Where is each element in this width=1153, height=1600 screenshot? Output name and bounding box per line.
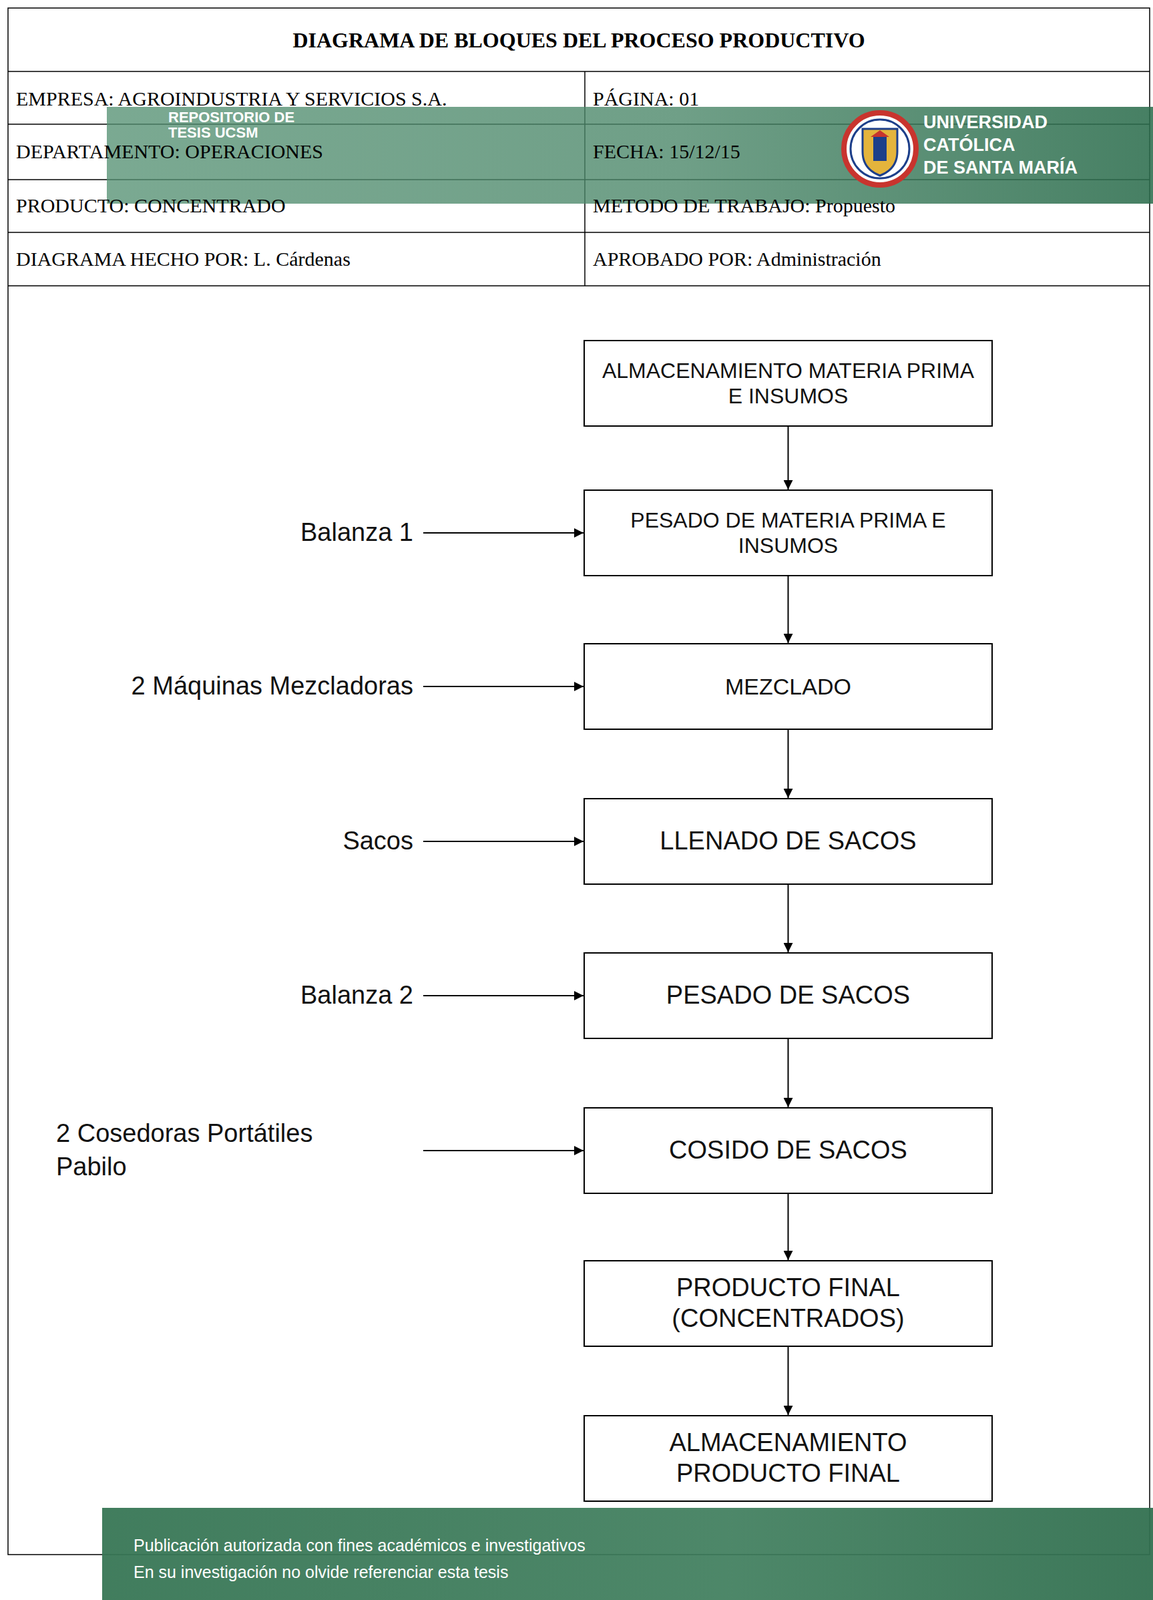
- table-cell: PÁGINA: 01: [592, 87, 700, 111]
- input-arrow: [423, 1149, 584, 1151]
- flow-arrow: [787, 1346, 790, 1415]
- process-box: ALMACENAMIENTO PRODUCTO FINAL: [583, 1414, 993, 1502]
- table-cell: FECHA: 15/12/15: [592, 140, 741, 164]
- equipment-label: Balanza 1: [300, 518, 414, 548]
- table-cell: METODO DE TRABAJO: Propuesto: [592, 194, 896, 218]
- input-arrow: [423, 532, 584, 534]
- box-text: LLENADO DE SACOS: [659, 825, 916, 857]
- flow-arrow: [787, 1193, 790, 1260]
- watermark-text: CATÓLICA: [923, 134, 1015, 156]
- equipment-label: Pabilo: [56, 1152, 127, 1182]
- input-arrow: [423, 685, 584, 687]
- table-cell: DIAGRAMA HECHO POR: L. Cárdenas: [16, 247, 351, 272]
- watermark-text: REPOSITORIO DE: [168, 108, 295, 126]
- watermark-text: Publicación autorizada con fines académi…: [133, 1535, 586, 1555]
- process-box: COSIDO DE SACOS: [583, 1106, 993, 1194]
- process-box: PRODUCTO FINAL (CONCENTRADOS): [583, 1259, 993, 1347]
- watermark-text: DE SANTA MARÍA: [923, 157, 1078, 179]
- flow-arrow: [787, 884, 790, 953]
- process-box: ALMACENAMIENTO MATERIA PRIMA E INSUMOS: [583, 339, 993, 427]
- table-cell: PRODUCTO: CONCENTRADO: [16, 194, 286, 218]
- crest-ring: [843, 112, 916, 185]
- diagram-title: DIAGRAMA DE BLOQUES DEL PROCESO PRODUCTI…: [292, 28, 865, 53]
- equipment-label: 2 Máquinas Mezcladoras: [131, 671, 414, 702]
- equipment-label: Balanza 2: [300, 980, 414, 1011]
- box-text: MEZCLADO: [725, 672, 852, 701]
- box-text: PESADO DE MATERIA PRIMA E INSUMOS: [598, 507, 979, 559]
- box-text: PESADO DE SACOS: [666, 980, 910, 1011]
- crest-shield: [862, 128, 898, 176]
- box-text: ALMACENAMIENTO PRODUCTO FINAL: [598, 1427, 979, 1489]
- flow-arrow: [787, 576, 790, 643]
- process-box: PESADO DE MATERIA PRIMA E INSUMOS: [583, 489, 993, 577]
- process-box: PESADO DE SACOS: [583, 952, 993, 1039]
- watermark-text: UNIVERSIDAD: [923, 112, 1048, 133]
- crest-ring: [850, 119, 910, 179]
- input-arrow: [423, 994, 584, 997]
- crest-tower: [873, 136, 887, 161]
- box-text: COSIDO DE SACOS: [668, 1134, 908, 1166]
- table-cell: DEPARTAMENTO: OPERACIONES: [16, 140, 324, 164]
- row-line: [8, 231, 1150, 234]
- watermark-text: TESIS UCSM: [168, 124, 258, 141]
- equipment-label: Sacos: [342, 826, 414, 856]
- equipment-label: 2 Cosedoras Portátiles: [56, 1118, 313, 1149]
- outer-border: [8, 8, 1150, 1555]
- university-crest: [843, 112, 916, 185]
- flow-arrow: [787, 729, 790, 798]
- process-box: MEZCLADO: [583, 642, 993, 730]
- box-text: PRODUCTO FINAL (CONCENTRADOS): [598, 1272, 979, 1334]
- table-cell: EMPRESA: AGROINDUSTRIA Y SERVICIOS S.A.: [16, 87, 447, 111]
- process-box: LLENADO DE SACOS: [583, 797, 993, 885]
- row-line: [8, 70, 1150, 73]
- table-lines: [8, 8, 1150, 1555]
- box-text: ALMACENAMIENTO MATERIA PRIMA E INSUMOS: [598, 357, 979, 410]
- table-cell: APROBADO POR: Administración: [592, 247, 882, 272]
- flow-arrow: [787, 1038, 790, 1107]
- crest-roof: [870, 130, 890, 137]
- flow-arrow: [787, 426, 790, 490]
- input-arrow: [423, 840, 584, 842]
- watermark-text: En su investigación no olvide referencia…: [133, 1562, 509, 1582]
- row-line: [8, 285, 1150, 287]
